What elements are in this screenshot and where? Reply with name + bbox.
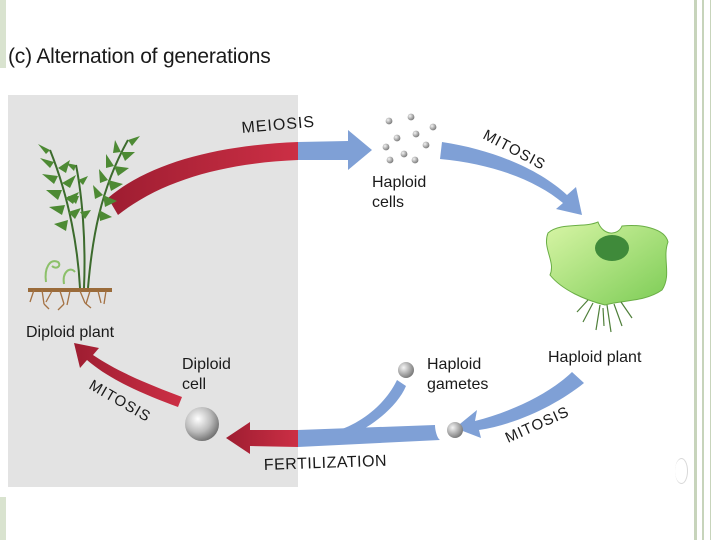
haploid-plant-illustration <box>546 221 669 333</box>
right-border-decoration <box>686 0 720 540</box>
diploid-cell-label-line2: cell <box>182 376 206 393</box>
diploid-cell-label-line1: Diploid <box>182 356 231 373</box>
page-curl-decoration <box>675 458 688 484</box>
fertilization-label: FERTILIZATION <box>264 453 388 474</box>
haploid-gamete-2 <box>447 422 463 438</box>
meiosis-label: MEIOSIS <box>241 114 316 137</box>
diploid-plant-label: Diploid plant <box>26 324 115 341</box>
fertilization-arrow-diploid-segment <box>226 422 298 454</box>
mitosis-arrow-bottom-right <box>455 372 584 438</box>
mitosis-arrow-top <box>440 142 582 215</box>
diploid-cell <box>185 407 219 441</box>
left-accent-stripe-bottom <box>0 497 6 540</box>
haploid-gametes-label-line2: gametes <box>427 376 488 393</box>
fertilization-arrow-haploid-segment <box>298 425 440 447</box>
haploid-cells-cluster <box>382 113 437 164</box>
meiosis-arrow-haploid-segment <box>298 130 372 170</box>
left-accent-stripe-top <box>0 0 6 68</box>
haploid-cells-label-line1: Haploid <box>372 174 426 191</box>
haploid-cells-label-line2: cells <box>372 194 404 211</box>
figure-title: (c) Alternation of generations <box>8 45 271 68</box>
meiosis-arrow-diploid-segment <box>108 142 298 215</box>
diploid-plant-illustration <box>28 136 140 311</box>
mitosis-arrow-left <box>74 343 182 407</box>
alternation-diagram: MEIOSIS MITOSIS Haploid cells Haploid pl… <box>8 95 669 487</box>
haploid-plant-label: Haploid plant <box>548 349 642 366</box>
haploid-gametes-label-line1: Haploid <box>427 356 481 373</box>
haploid-gamete-1 <box>398 362 414 378</box>
gamete-merge-line <box>330 380 406 436</box>
